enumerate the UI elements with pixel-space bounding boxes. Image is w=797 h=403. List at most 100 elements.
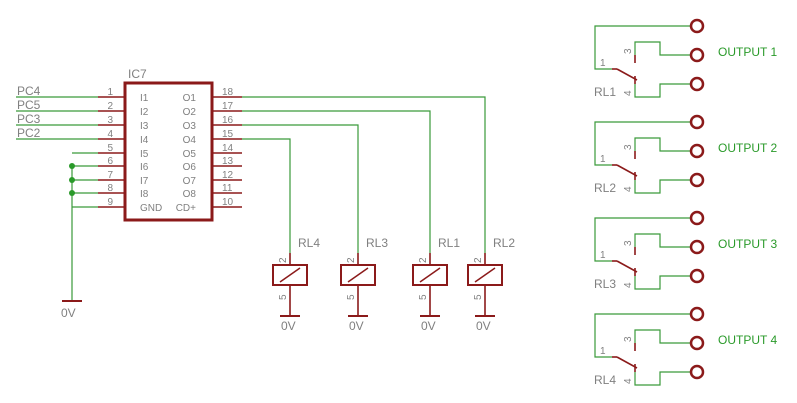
ic-pin-label: O3 [183,121,197,132]
input-nets: PC4 PC5 PC3 PC2 [16,84,98,140]
contact-no-wire [634,233,697,248]
ic-pin-label: I5 [140,149,149,160]
net-label-pc3: PC3 [17,112,41,126]
ic-pin-label: O6 [183,162,197,173]
ic-pin-label: I3 [140,121,149,132]
terminal-connector [689,76,705,92]
coil-pin-top: 2 [418,257,429,263]
terminal-connector [689,18,705,34]
contact-pin-common: 1 [600,154,606,165]
terminal-connector [689,335,705,351]
contact-arm [616,164,638,177]
coil-ground-label: 0V [476,319,491,333]
contact-no-wire [634,137,697,152]
relay-coil-name: RL3 [366,236,388,250]
wire-o4-rl4 [242,138,291,253]
relay-coil-name: RL4 [298,236,320,250]
output-label: OUTPUT 3 [718,237,777,251]
contact-pin-no: 3 [623,144,634,150]
junction-dot [69,177,75,183]
net-label-pc5: PC5 [17,98,41,112]
ic-pin-number: 9 [107,197,113,208]
junction-dot [69,163,75,169]
coil-ground-label: 0V [421,319,436,333]
ic-pin-label: I4 [140,135,149,146]
ic-pin-label: O1 [183,93,197,104]
contact-pin-common: 1 [600,250,606,261]
contact-arm [616,68,638,81]
ic-pin-label: O4 [183,135,197,146]
ic-pin-number: 12 [222,170,234,181]
ic-pin-number: 8 [107,183,113,194]
ic-pin-number: 2 [107,101,113,112]
contact-pin-nc: 4 [623,282,634,288]
net-label-pc2: PC2 [17,126,41,140]
contact-common-wire [594,313,697,358]
contact-pin-common: 1 [600,58,606,69]
coil-ground-label: 0V [281,319,296,333]
terminal-connector [689,47,705,63]
ic-pin-label: GND [140,203,162,214]
coil-slash [279,267,301,283]
contact-pin-nc: 4 [623,186,634,192]
ic-pin-number: 1 [107,87,113,98]
coil-pin-top: 2 [473,257,484,263]
ic-name-label: IC7 [128,67,147,81]
coil-slash [419,267,441,283]
ic-pin-label: I7 [140,176,149,187]
contact-nc-wire [634,83,697,98]
contact-common-wire [594,25,697,70]
output-label: OUTPUT 2 [718,141,777,155]
contact-pin-no: 3 [623,336,634,342]
ic-pin-label: O7 [183,176,197,187]
relay-coil-name: RL2 [493,236,515,250]
ic-pin-label: I6 [140,162,149,173]
ic-pin-number: 5 [107,143,113,154]
net-label-pc4: PC4 [17,84,41,98]
contact-relay-name: RL3 [594,277,616,291]
contact-pin-common: 1 [600,346,606,357]
coil-pin-top: 2 [278,257,289,263]
wire-o1-rl2 [242,96,486,253]
ic-pin-number: 7 [107,170,113,181]
contact-nc-wire [634,179,697,194]
terminal-connector [689,364,705,380]
coil-pin-bottom: 5 [473,294,484,300]
terminal-connector [689,172,705,188]
contact-common-wire [594,121,697,166]
terminal-connector [689,210,705,226]
ic-pin-label: O8 [183,189,197,200]
ic-body [123,81,214,222]
ic-pin-label: O2 [183,107,197,118]
ic-pin-number: 16 [222,115,234,126]
relay-coil-name: RL1 [438,236,460,250]
contact-pin-nc: 4 [623,378,634,384]
output-nets [242,96,486,253]
coil-slash [347,267,369,283]
ic-pin-number: 6 [107,156,113,167]
ic-pin-label: CD+ [176,203,196,214]
contact-nc-wire [634,275,697,290]
relay-coil: RL2 2 5 0V [467,236,515,333]
terminal-connector [689,268,705,284]
terminal-connector [689,143,705,159]
wire-o3-rl3 [242,124,359,253]
ic-pin-number: 15 [222,129,234,140]
contact-no-wire [634,329,697,344]
ic-pin-number: 17 [222,101,234,112]
contact-arm [616,356,638,369]
coil-ground-label: 0V [349,319,364,333]
ic-pin-label: I8 [140,189,149,200]
ic-pin-label: I1 [140,93,149,104]
ic-pin-label: I2 [140,107,149,118]
